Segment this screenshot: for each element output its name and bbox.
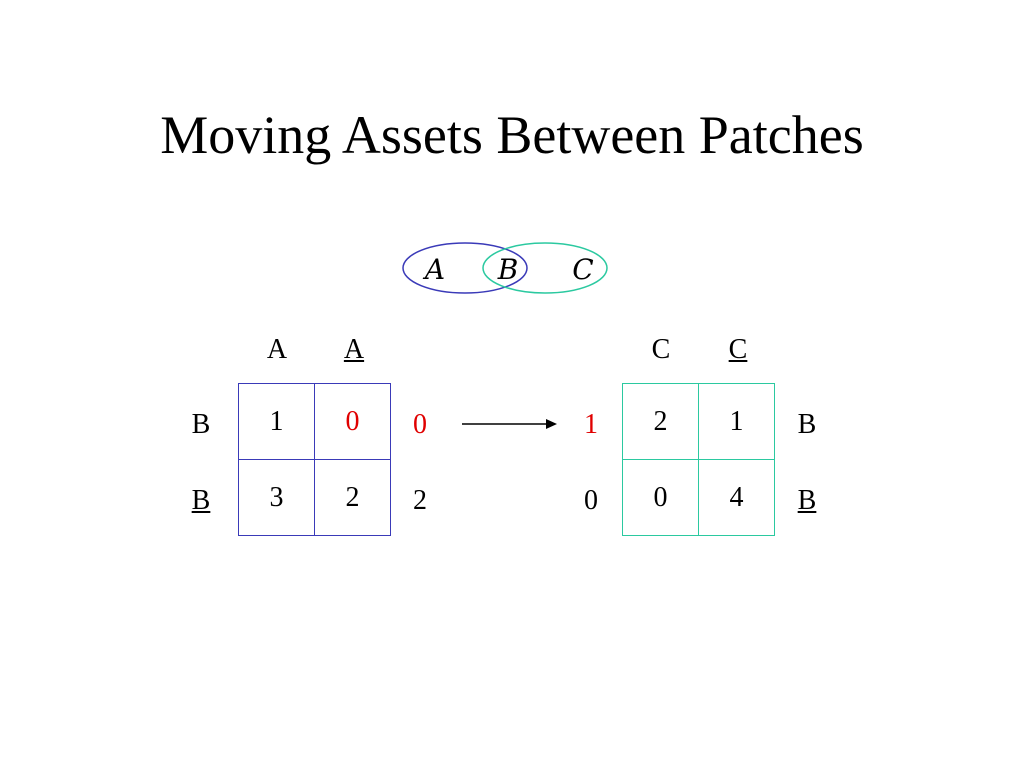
- venn-letter-a: A: [424, 253, 446, 286]
- venn-diagram: [402, 242, 608, 294]
- left-payoff-grid: 1 0 3 2: [238, 383, 391, 536]
- left-cell-2-2: 2: [314, 459, 391, 536]
- right-row-header-b-bar: B: [797, 485, 817, 516]
- right-row-header-b: B: [797, 409, 817, 440]
- venn-letter-c: C: [572, 253, 594, 286]
- venn-right-ellipse: [482, 242, 608, 294]
- right-cell-2-1: 0: [622, 459, 699, 536]
- left-row-header-b: B: [191, 409, 211, 440]
- venn-left-ellipse: [402, 242, 528, 294]
- right-arrow-icon: [462, 419, 557, 429]
- right-payoff-grid: 2 1 0 4: [622, 383, 775, 536]
- left-col-header-a: A: [266, 334, 288, 365]
- right-col-header-c-bar: C: [728, 334, 748, 365]
- right-row-total-2: 0: [584, 485, 598, 516]
- right-row-total-1: 1: [584, 409, 598, 440]
- right-cell-2-2: 4: [698, 459, 775, 536]
- slide-title: Moving Assets Between Patches: [160, 105, 864, 165]
- left-cell-1-1: 1: [238, 383, 315, 460]
- left-cell-2-1: 3: [238, 459, 315, 536]
- left-col-header-a-bar: A: [343, 334, 365, 365]
- left-cell-1-2: 0: [314, 383, 391, 460]
- right-col-header-c: C: [651, 334, 671, 365]
- left-row-header-b-bar: B: [191, 485, 211, 516]
- right-cell-1-1: 2: [622, 383, 699, 460]
- left-row-total-1: 0: [413, 409, 427, 440]
- venn-letter-b: B: [497, 253, 519, 286]
- left-row-total-2: 2: [413, 485, 427, 516]
- right-cell-1-2: 1: [698, 383, 775, 460]
